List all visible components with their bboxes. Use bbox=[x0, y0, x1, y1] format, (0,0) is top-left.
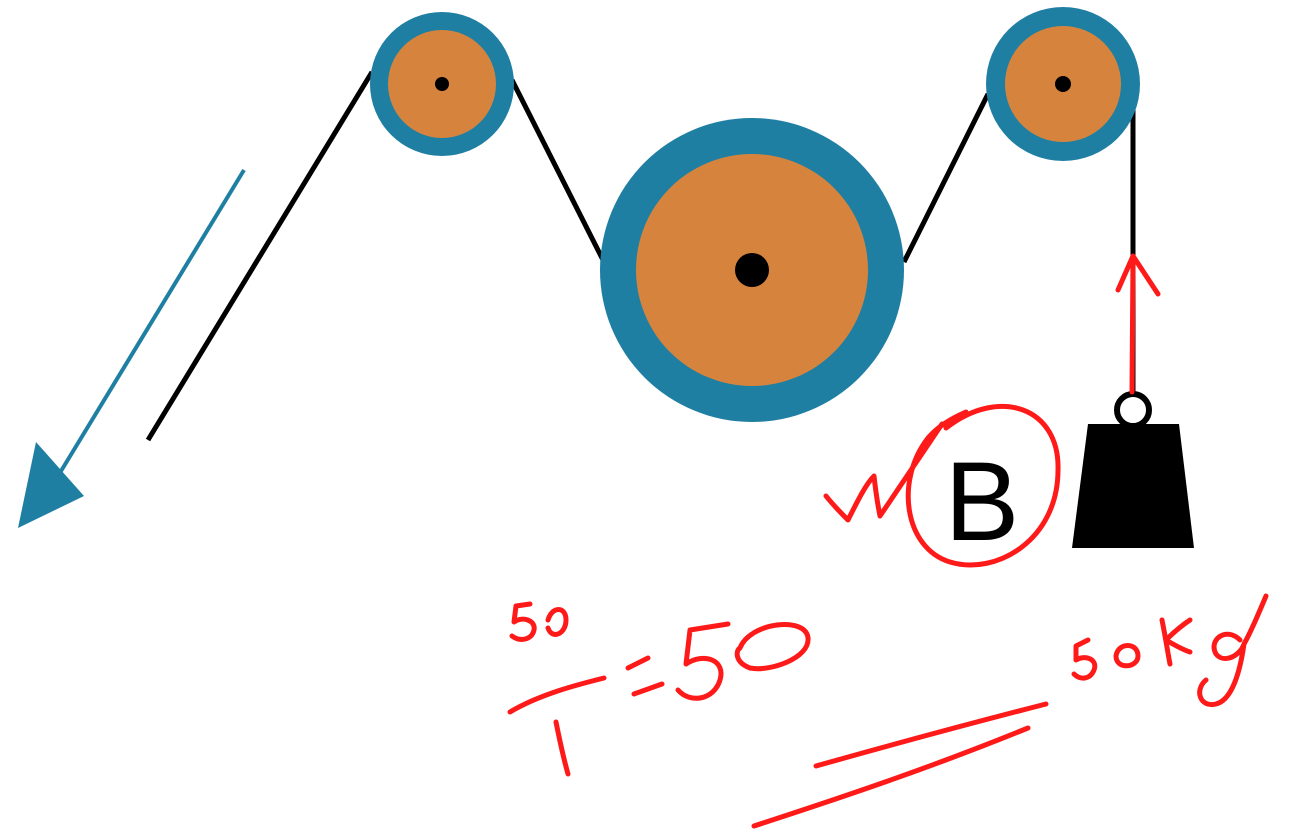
weight-body bbox=[1072, 424, 1194, 548]
pulley-axle bbox=[1055, 76, 1071, 92]
center-large-pulley bbox=[600, 118, 904, 422]
rope-left-free-end bbox=[145, 70, 375, 442]
fraction-bar bbox=[507, 675, 607, 715]
mass-k bbox=[1159, 617, 1193, 667]
tension-arrow-up-icon bbox=[1115, 253, 1161, 395]
arrow-down-left-icon bbox=[18, 168, 246, 528]
weight-hook-ring bbox=[1114, 391, 1152, 429]
double-underline bbox=[751, 701, 1049, 829]
mass-0 bbox=[1113, 643, 1141, 669]
denominator-1 bbox=[553, 719, 571, 777]
equals-sign bbox=[625, 655, 665, 697]
numerator-50 bbox=[509, 601, 569, 642]
circled-label bbox=[905, 403, 1061, 568]
pulley-axle bbox=[735, 253, 769, 287]
tick-mark bbox=[823, 421, 945, 523]
result-50 bbox=[675, 621, 811, 701]
handwritten-equation bbox=[507, 601, 811, 777]
handwritten-annotations bbox=[507, 253, 1269, 829]
top-right-pulley bbox=[986, 7, 1140, 161]
weight-label: B bbox=[945, 439, 1020, 564]
mass-5 bbox=[1071, 637, 1098, 681]
pulley-axle bbox=[435, 77, 449, 91]
rope-left-to-center bbox=[509, 78, 607, 264]
handwritten-mass bbox=[1071, 593, 1269, 708]
hanging-weight-icon bbox=[1072, 391, 1194, 548]
top-left-pulley bbox=[370, 12, 514, 156]
rope-center-to-right bbox=[901, 92, 991, 264]
mass-g bbox=[1197, 593, 1269, 708]
